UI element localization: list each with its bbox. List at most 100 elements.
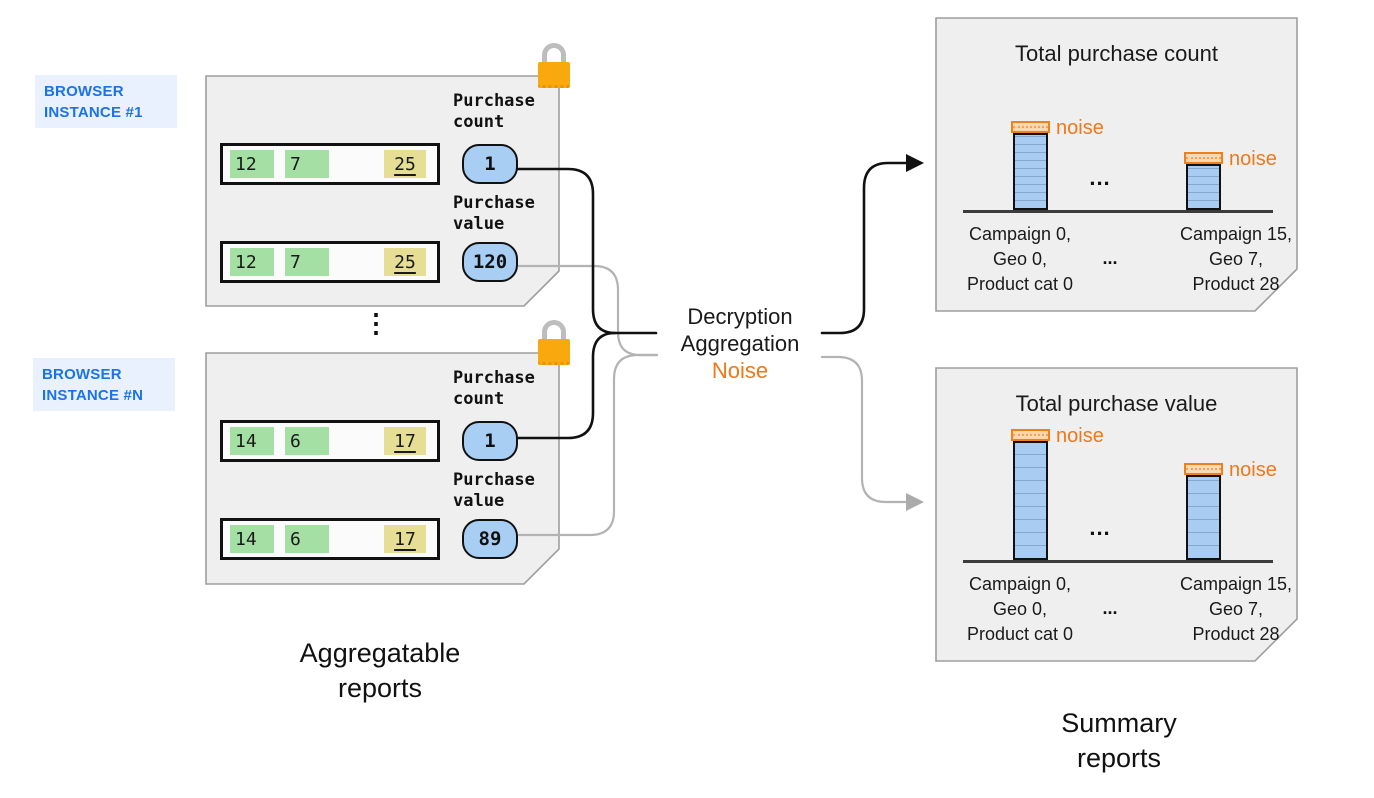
purchase-count-pill: 1 <box>462 421 518 461</box>
noise-cap: noise <box>1184 148 1277 170</box>
aggregatable-report-box-n: 14 6 17 Purchase count 1 Purchase value … <box>205 320 570 585</box>
bucket-value: 7 <box>290 251 301 273</box>
purchase-count-pill: 1 <box>462 144 518 184</box>
chart-title: Total purchase value <box>1015 391 1218 416</box>
x-tick-line: Product cat 0 <box>966 274 1074 294</box>
x-tick-line: Campaign 15, <box>1179 224 1293 244</box>
bucket-value: 7 <box>290 153 301 175</box>
histogram-contribution-row: 12 7 25 <box>220 143 440 185</box>
x-axis <box>963 210 1273 213</box>
bucket-value: 25 <box>394 251 416 273</box>
noise-label: noise <box>1056 117 1104 139</box>
process-noise-line: Noise <box>711 358 769 383</box>
process-line: Aggregation <box>680 331 800 356</box>
browser-instance-n-badge: BROWSER INSTANCE #N <box>33 358 175 411</box>
bucket-value: 12 <box>235 251 257 273</box>
x-tick-line: Product 28 <box>1192 274 1280 294</box>
label-line: value <box>453 491 505 511</box>
bucket-cell: 25 <box>384 248 426 276</box>
x-tick-line: Geo 7, <box>1208 249 1264 269</box>
bar-campaign0: noise <box>1011 117 1104 210</box>
bucket-cell: 12 <box>230 150 274 178</box>
label-line: Purchase <box>453 193 535 213</box>
black-arrowhead <box>906 154 924 172</box>
purchase-count-label: Purchase count <box>453 91 535 133</box>
noise-cap: noise <box>1011 117 1104 139</box>
purchase-value-pill: 120 <box>462 242 518 282</box>
chart-title: Total purchase count <box>1014 41 1219 66</box>
purchase-value-label: Purchase value <box>453 470 535 512</box>
lock-shackle <box>542 320 566 341</box>
badge-line: BROWSER <box>42 366 122 383</box>
bucket-value: 17 <box>394 528 416 550</box>
bucket-cell: 12 <box>230 248 274 276</box>
gray-arrowhead <box>906 493 924 511</box>
label-line: count <box>453 112 505 132</box>
ellipsis: ... <box>1102 248 1118 268</box>
ellipsis: ... <box>1089 515 1111 540</box>
bar-campaign15: noise <box>1184 459 1277 560</box>
lock-icon <box>538 43 570 88</box>
aggregated-bar <box>1013 133 1048 210</box>
aggregation-process-label: Decryption Aggregation Noise <box>640 303 840 384</box>
label-line: count <box>453 389 505 409</box>
vertical-ellipsis: ⋮ <box>363 308 389 338</box>
bucket-value: 6 <box>290 528 301 550</box>
bucket-cell: 25 <box>384 150 426 178</box>
label-line: Purchase <box>453 368 535 388</box>
purchase-value-label: Purchase value <box>453 193 535 235</box>
bucket-cell: 7 <box>285 150 329 178</box>
bucket-cell: 7 <box>285 248 329 276</box>
x-tick-label: Campaign 0, Geo 0, Product cat 0 <box>950 222 1090 297</box>
summary-reports-caption: Summary reports <box>994 706 1244 776</box>
ellipsis: ... <box>1089 165 1111 190</box>
bucket-value: 17 <box>394 430 416 452</box>
x-tick-label: Campaign 15, Geo 7, Product 28 <box>1166 572 1306 647</box>
x-tick-label: Campaign 15, Geo 7, Product 28 <box>1166 222 1306 297</box>
x-tick-line: Geo 7, <box>1208 599 1264 619</box>
aggregated-bar <box>1186 164 1221 210</box>
noise-cap: noise <box>1184 459 1277 481</box>
histogram-contribution-row: 12 7 25 <box>220 241 440 283</box>
bucket-value: 14 <box>235 528 257 550</box>
histogram-contribution-row: 14 6 17 <box>220 420 440 462</box>
bucket-cell: 14 <box>230 525 274 553</box>
histogram-contribution-row: 14 6 17 <box>220 518 440 560</box>
purchase-value-pill: 89 <box>462 519 518 559</box>
bucket-value: 12 <box>235 153 257 175</box>
process-line: Decryption <box>687 304 793 329</box>
x-tick-line: Product cat 0 <box>966 624 1074 644</box>
x-tick-line: Campaign 0, <box>968 224 1072 244</box>
noise-cap: noise <box>1011 425 1104 447</box>
lock-body <box>538 62 570 88</box>
x-tick-line: Campaign 15, <box>1179 574 1293 594</box>
caption-line: Summary <box>1061 708 1177 738</box>
x-tick-label: Campaign 0, Geo 0, Product cat 0 <box>950 572 1090 647</box>
x-tick-line: Product 28 <box>1192 624 1280 644</box>
lock-icon <box>538 320 570 365</box>
bucket-cell: 14 <box>230 427 274 455</box>
lock-shackle <box>542 43 566 64</box>
caption-line: reports <box>1076 743 1162 773</box>
caption-line: Aggregatable <box>299 638 461 668</box>
browser-instance-1-badge: BROWSER INSTANCE #1 <box>35 75 177 128</box>
bucket-value: 25 <box>394 153 416 175</box>
bucket-cell: 17 <box>384 427 426 455</box>
bucket-cell: 17 <box>384 525 426 553</box>
ellipsis: ... <box>1102 598 1118 618</box>
purchase-count-label: Purchase count <box>453 368 535 410</box>
bar-campaign0: noise <box>1011 425 1104 560</box>
x-tick-line: Geo 0, <box>992 599 1048 619</box>
lock-body <box>538 339 570 365</box>
label-line: Purchase <box>453 470 535 490</box>
bucket-cell: 6 <box>285 427 329 455</box>
aggregatable-reports-caption: Aggregatable reports <box>255 636 505 706</box>
label-line: value <box>453 214 505 234</box>
aggregated-bar <box>1013 441 1048 560</box>
summary-box-outline <box>935 17 1298 312</box>
caption-line: reports <box>337 673 423 703</box>
bucket-cell: 6 <box>285 525 329 553</box>
summary-report-value-box: Total purchase value noise noise ... Cam… <box>935 367 1298 662</box>
x-tick-line: Geo 0, <box>992 249 1048 269</box>
